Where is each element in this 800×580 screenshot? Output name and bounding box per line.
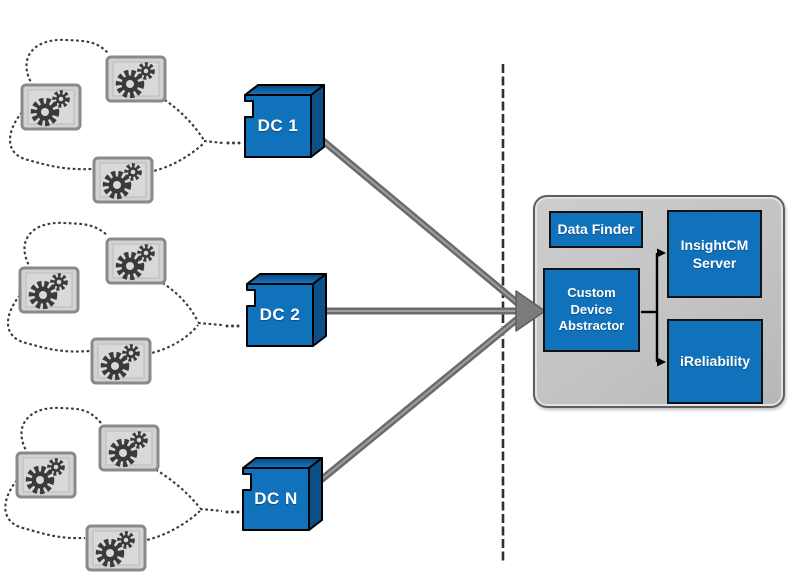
machine-icon (15, 451, 77, 499)
machine-icon (105, 237, 167, 285)
machine-icon (90, 337, 152, 385)
ellipsis-dots-2 (225, 324, 240, 328)
gear-icon (115, 244, 155, 281)
machine-icon (18, 266, 80, 314)
gear-icon (115, 62, 155, 99)
gear-icon (108, 431, 148, 468)
dc-node-2: DC 2 (244, 271, 328, 349)
insightcm-server-box: InsightCM Server (667, 210, 762, 298)
dc-node-label: DC N (254, 489, 298, 508)
machine-icon (85, 524, 147, 572)
dc-node-n: DC N (240, 455, 324, 533)
pipe-arrows (306, 136, 546, 493)
gear-icon (25, 458, 65, 495)
dc-box-3d-icon (246, 273, 327, 347)
dc-node-label: DC 1 (257, 116, 299, 135)
gear-icon (95, 531, 135, 568)
ellipsis-dots-3 (225, 510, 240, 514)
panel-connector-arrowheads (657, 248, 666, 367)
machine-icon (98, 424, 160, 472)
machine-icon (105, 55, 167, 103)
ireliability-box: iReliability (667, 319, 763, 404)
gear-icon (102, 163, 142, 200)
dc-box-3d-icon (244, 84, 325, 158)
dc-box-3d-icon (242, 457, 323, 531)
custom-device-abstractor-box: Custom Device Abstractor (543, 268, 640, 352)
pipe-arrowhead-icon (515, 290, 546, 332)
data-finder-box: Data Finder (549, 211, 643, 248)
gear-icon (28, 273, 68, 310)
gear-icon (30, 90, 70, 127)
dc-node-1: DC 1 (242, 82, 326, 160)
dotted-network-group-2 (6, 221, 223, 356)
machine-icon (92, 156, 154, 204)
gear-icon (100, 344, 140, 381)
dotted-network-group-1 (8, 38, 224, 174)
machine-icon (20, 83, 82, 131)
panel-connectors (641, 251, 659, 364)
dc-node-label: DC 2 (259, 305, 301, 324)
ellipsis-dots-1 (226, 141, 241, 145)
